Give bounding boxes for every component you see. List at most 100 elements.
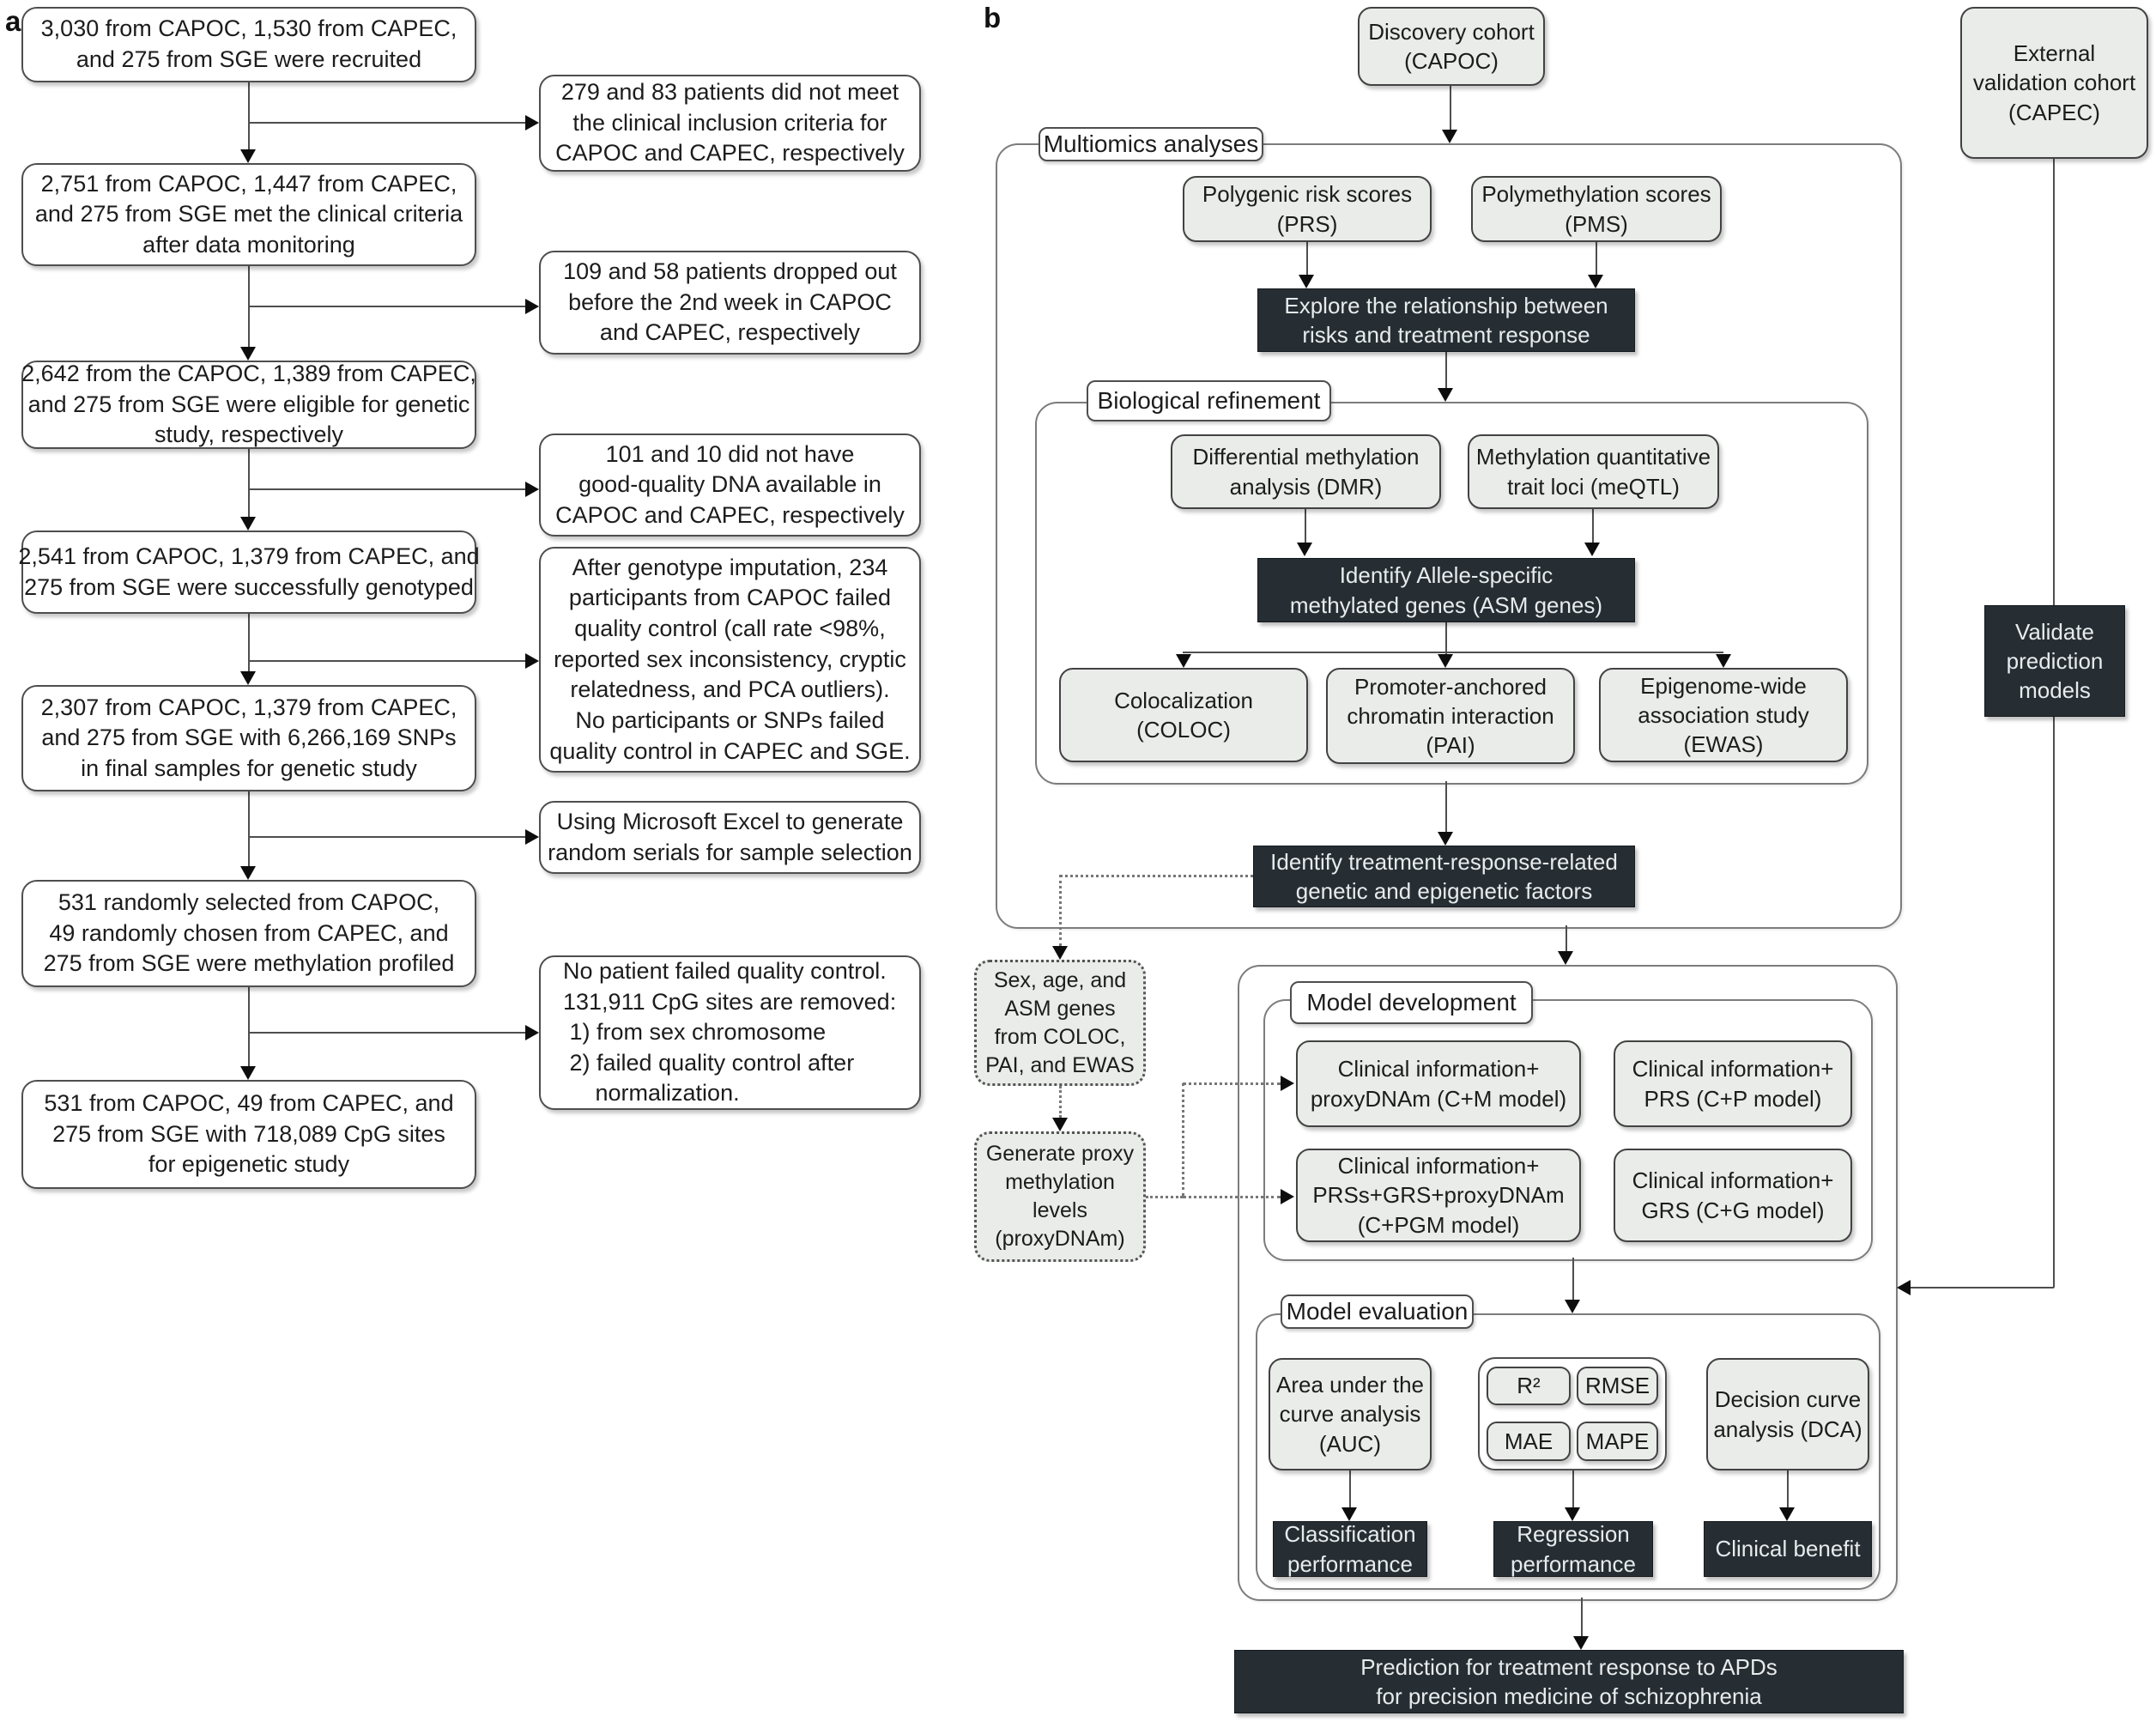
arrowhead-final-icon <box>1573 1636 1589 1650</box>
discovery-cohort-box: Discovery cohort (CAPOC) <box>1358 7 1545 86</box>
connector-meqtl-asm <box>1592 509 1594 543</box>
explore-relationship-box: Explore the relationship between risks a… <box>1257 288 1635 352</box>
branch-exclusion-6 <box>249 1032 525 1034</box>
dca-box: Decision curve analysis (DCA) <box>1706 1358 1869 1470</box>
dotted-split-vertical <box>1182 1083 1184 1196</box>
auc-box: Area under the curve analysis (AUC) <box>1269 1358 1432 1470</box>
connector-bio-identify <box>1445 781 1447 832</box>
branch-exclusion-2 <box>249 306 525 307</box>
branch-exclusion-3 <box>249 488 525 490</box>
regression-performance-box: Regression performance <box>1493 1521 1653 1577</box>
dmr-box: Differential methylation analysis (DMR) <box>1171 434 1441 509</box>
generate-proxy-box: Generate proxy methylation levels (proxy… <box>974 1131 1146 1262</box>
arrowhead-a5-icon <box>240 671 256 685</box>
arrowhead-b6-icon <box>525 1025 539 1040</box>
connector-prs-explore <box>1306 242 1308 275</box>
arrowhead-asm-left-icon <box>1297 543 1312 556</box>
recruited-box: 3,030 from CAPOC, 1,530 from CAPEC, and … <box>21 7 476 82</box>
epigenetic-study-box: 531 from CAPOC, 49 from CAPEC, and 275 f… <box>21 1080 476 1189</box>
arrowhead-eval-icon <box>1565 1300 1580 1313</box>
arrowhead-a3-icon <box>240 347 256 361</box>
rmse-metric-box: RMSE <box>1577 1367 1658 1405</box>
biological-refinement-label: Biological refinement <box>1087 380 1331 421</box>
pai-box: Promoter-anchored chromatin interaction … <box>1326 668 1575 764</box>
dropout-box: 109 and 58 patients dropped out before t… <box>539 251 921 355</box>
final-prediction-box: Prediction for treatment response to APD… <box>1234 1650 1904 1713</box>
final-genetic-sample-box: 2,307 from CAPOC, 1,379 from CAPEC, and … <box>21 685 476 791</box>
asm-genes-box: Identify Allele-specific methylated gene… <box>1257 558 1635 622</box>
arrowhead-genproxy-icon <box>1052 1118 1068 1131</box>
arrowhead-into-models-icon <box>1897 1280 1911 1295</box>
connector-explore-bio <box>1445 352 1447 388</box>
arrowhead-classification-icon <box>1341 1507 1357 1521</box>
cm-model-box: Clinical information+ proxyDNAm (C+M mod… <box>1296 1040 1581 1127</box>
arrowhead-a4-icon <box>240 517 256 531</box>
arrowhead-identify-icon <box>1438 832 1453 846</box>
model-development-label: Model development <box>1290 981 1533 1024</box>
cpgm-model-box: Clinical information+ PRSs+GRS+proxyDNAm… <box>1296 1149 1581 1242</box>
dotted-to-cpgm <box>1183 1196 1281 1198</box>
clinical-criteria-box: 2,751 from CAPOC, 1,447 from CAPEC, and … <box>21 163 476 266</box>
connector-validate-models <box>1911 1287 2054 1288</box>
branch-exclusion-4 <box>249 660 525 662</box>
arrowhead-cm-icon <box>1281 1076 1294 1091</box>
identify-factors-box: Identify treatment-response-related gene… <box>1253 846 1635 907</box>
sex-age-asm-box: Sex, age, and ASM genes from COLOC, PAI,… <box>974 960 1146 1086</box>
arrowhead-sexage-icon <box>1052 946 1068 960</box>
arrowhead-explore-right-icon <box>1588 275 1603 288</box>
connector-metrics-regression <box>1572 1470 1574 1507</box>
multiomics-container <box>996 143 1902 929</box>
r2-metric-box: R² <box>1487 1367 1571 1405</box>
arrowhead-bio-icon <box>1438 388 1453 402</box>
arrowhead-benefit-icon <box>1779 1507 1795 1521</box>
connector-pms-explore <box>1596 242 1597 275</box>
model-evaluation-label: Model evaluation <box>1281 1295 1474 1329</box>
connector-asm-branch <box>1445 622 1447 654</box>
biological-refinement-container <box>1035 402 1868 785</box>
genotype-qc-box: After genotype imputation, 234 participa… <box>539 547 921 773</box>
arrowhead-a2-icon <box>240 149 256 163</box>
connector-models-final <box>1581 1598 1583 1636</box>
connector-discovery-multiomics <box>1450 86 1451 130</box>
arrowhead-b4-icon <box>525 653 539 669</box>
connector-multiomics-models <box>1566 925 1567 951</box>
arrowhead-a7-icon <box>240 1066 256 1080</box>
eligible-genetic-box: 2,642 from the CAPOC, 1,389 from CAPEC, … <box>21 361 476 449</box>
arrowhead-asm-right-icon <box>1584 543 1600 556</box>
dotted-to-cm <box>1183 1082 1281 1085</box>
arrowhead-regression-icon <box>1565 1507 1580 1521</box>
arrowhead-ewas-icon <box>1716 654 1731 668</box>
coloc-box: Colocalization (COLOC) <box>1059 668 1308 762</box>
multiomics-analyses-label: Multiomics analyses <box>1039 127 1263 161</box>
meqtl-box: Methylation quantitative trait loci (meQ… <box>1468 434 1719 509</box>
arrowhead-a6-icon <box>240 866 256 880</box>
ewas-box: Epigenome-wide association study (EWAS) <box>1599 668 1848 762</box>
arrowhead-multiomics-icon <box>1442 130 1457 143</box>
arrowhead-models-icon <box>1558 951 1573 965</box>
connector-dca-benefit <box>1787 1470 1789 1507</box>
connector-a4-a5 <box>248 614 250 671</box>
mae-metric-box: MAE <box>1487 1422 1571 1461</box>
arrowhead-pai-icon <box>1438 654 1453 668</box>
connector-external-validate <box>2053 159 2055 1288</box>
branch-exclusion-1 <box>249 122 525 124</box>
panel-a-label: a <box>5 5 21 37</box>
branch-asm-horizontal <box>1183 652 1723 653</box>
arrowhead-b3-icon <box>525 482 539 497</box>
connector-a3-a4 <box>248 449 250 517</box>
cg-model-box: Clinical information+ GRS (C+G model) <box>1614 1149 1852 1242</box>
branch-exclusion-5 <box>249 836 525 838</box>
genotyped-box: 2,541 from CAPOC, 1,379 from CAPEC, and … <box>18 531 480 614</box>
model-development-container <box>1263 999 1873 1261</box>
external-validation-box: External validation cohort (CAPEC) <box>1960 7 2148 159</box>
cp-model-box: Clinical information+ PRS (C+P model) <box>1614 1040 1852 1127</box>
pms-box: Polymethylation scores (PMS) <box>1471 176 1722 242</box>
mape-metric-box: MAPE <box>1577 1422 1658 1461</box>
connector-auc-classification <box>1349 1470 1351 1507</box>
arrowhead-b1-icon <box>525 115 539 130</box>
connector-a1-a2 <box>248 82 250 149</box>
cpg-qc-box: No patient failed quality control. 131,9… <box>539 955 921 1110</box>
dotted-identify-sexage-h <box>1060 875 1253 877</box>
connector-dev-eval <box>1572 1258 1574 1300</box>
